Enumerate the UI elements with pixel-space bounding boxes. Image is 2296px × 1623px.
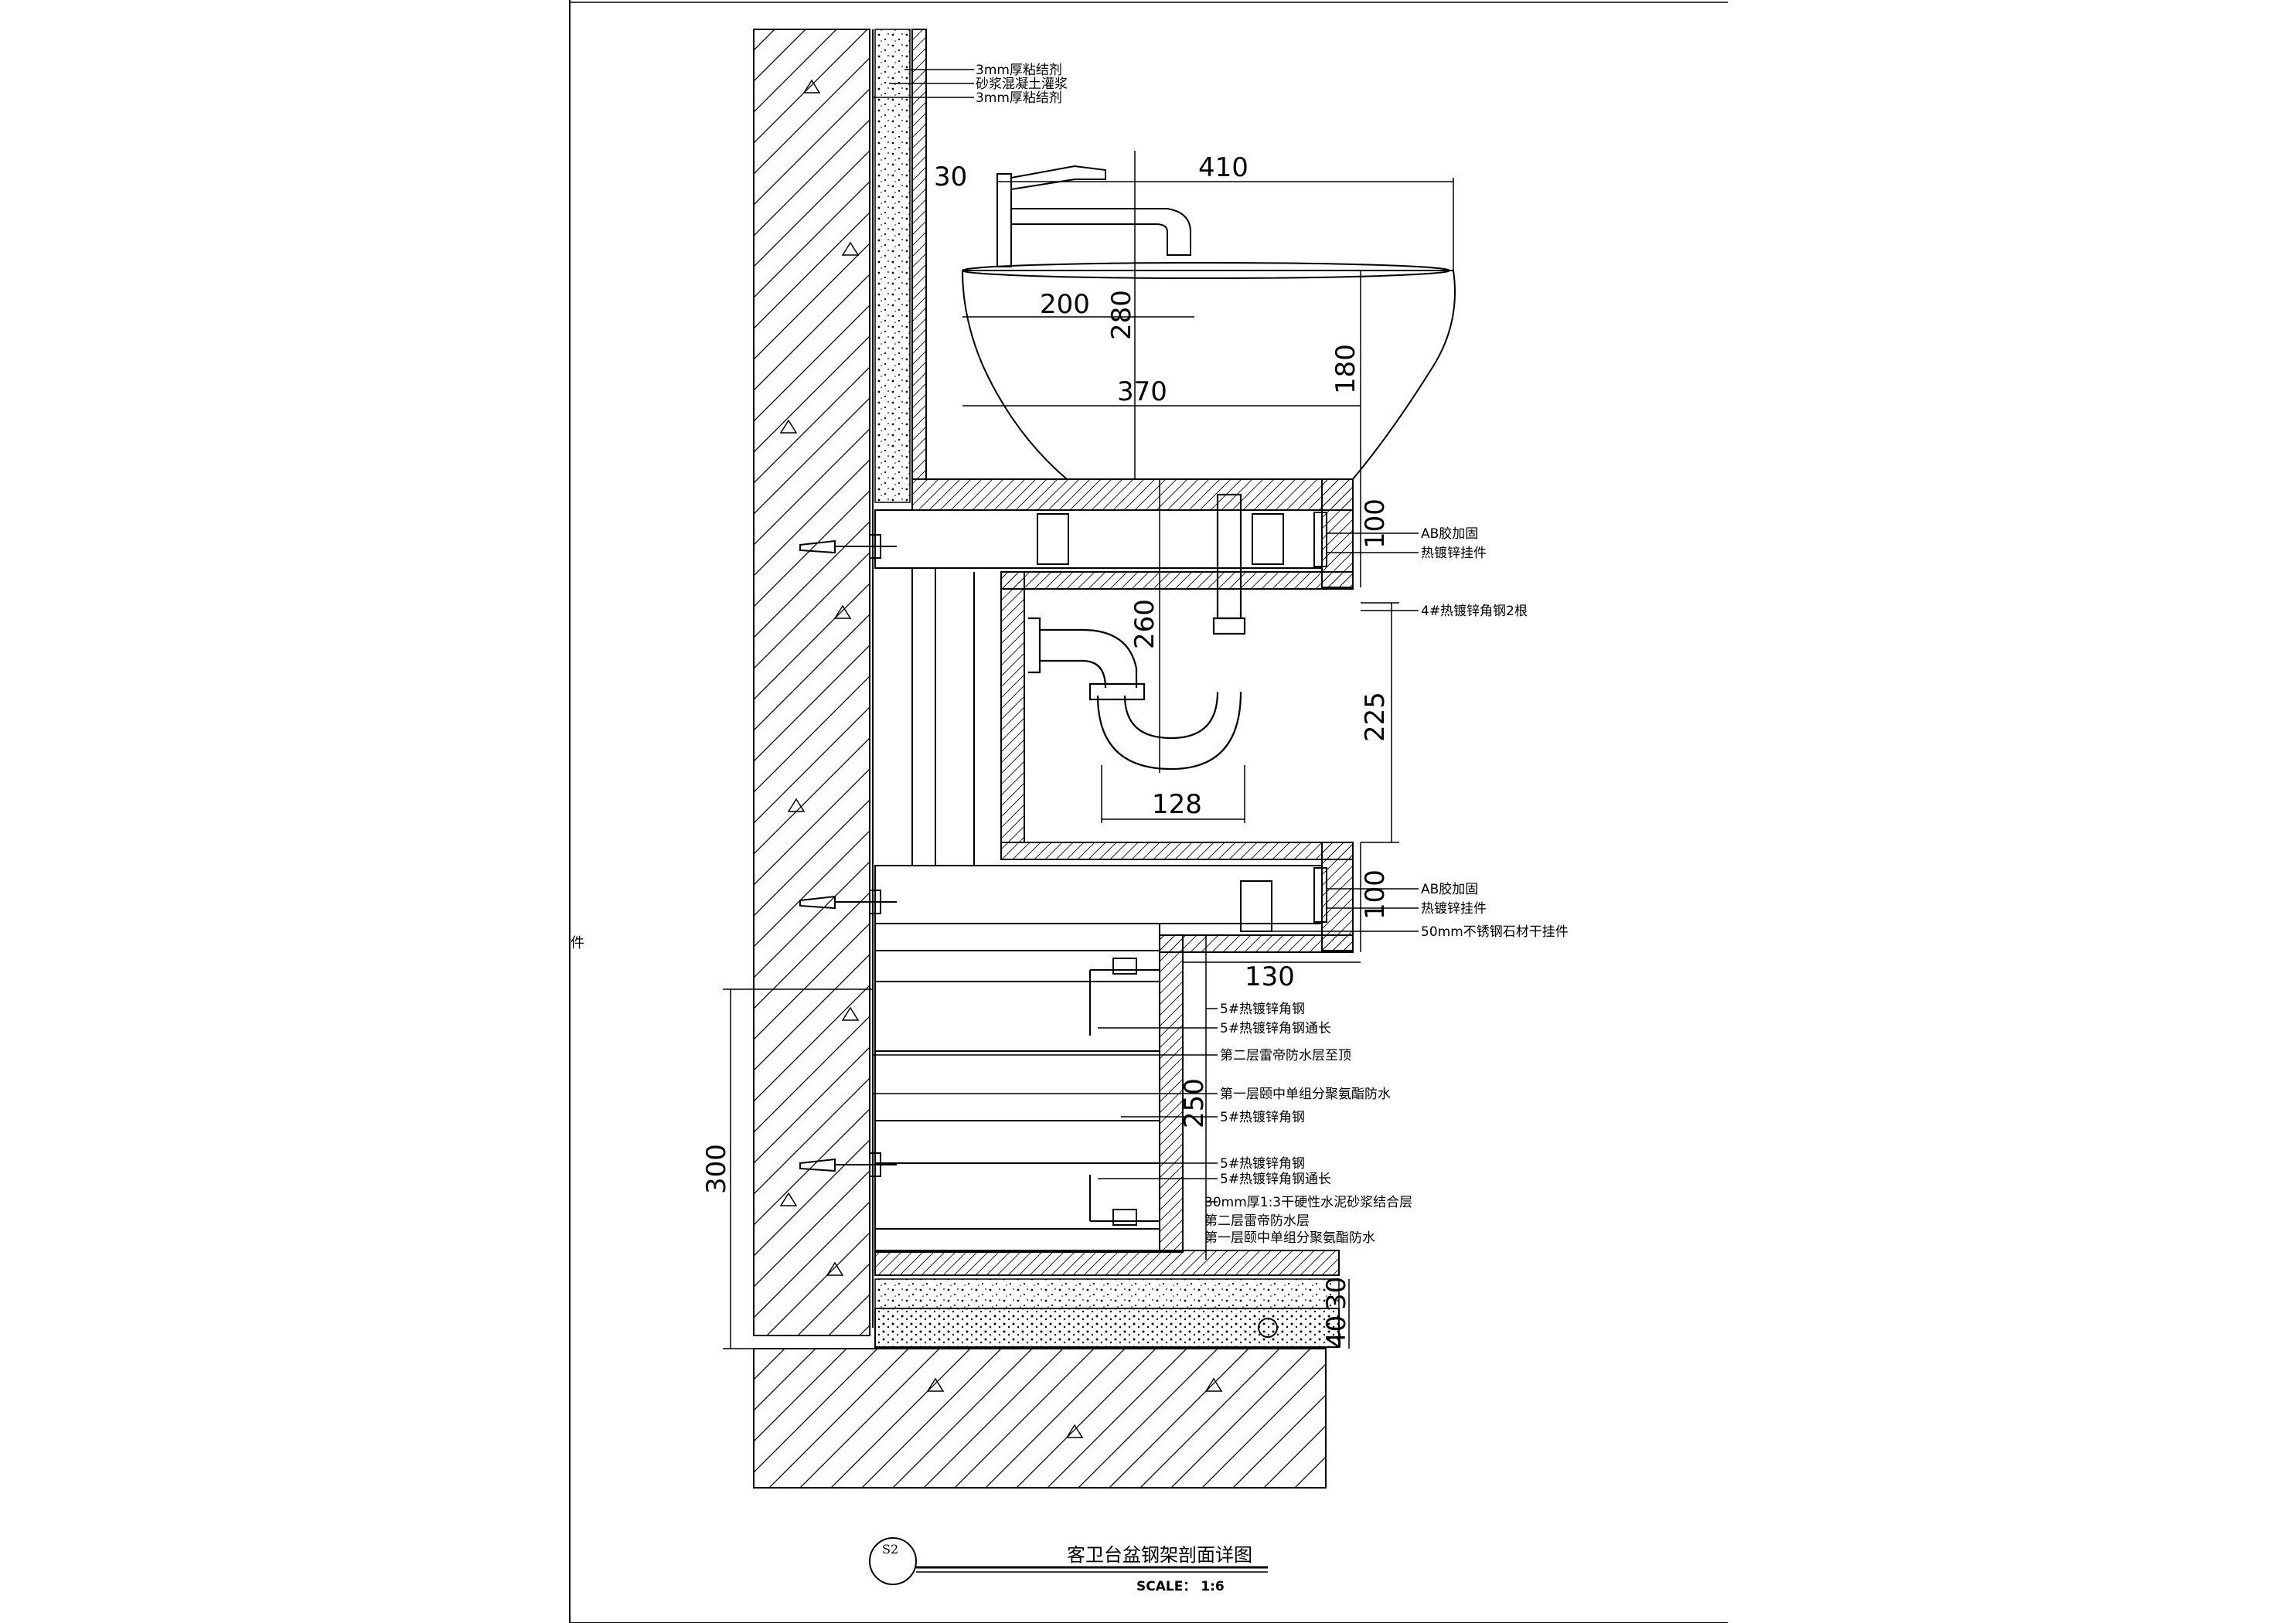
dim-100-upper: 100 — [1360, 498, 1391, 549]
drawing-title: 客卫台盆钢架剖面详图 — [1067, 1544, 1252, 1566]
label-floor-waterproof-1: 第一层颐中单组分聚氨酯防水 — [1204, 1230, 1375, 1246]
anchor-bolt-lower — [799, 1152, 897, 1177]
label-angle-5-c: 5#热镀锌角钢 — [1220, 1156, 1305, 1172]
p-trap — [1028, 493, 1246, 771]
label-waterproof-2: 第二层雷帝防水层至顶 — [1220, 1048, 1351, 1063]
stone-countertop — [911, 29, 1354, 1253]
dim-200: 200 — [1040, 289, 1090, 320]
label-floor-waterproof-2: 第二层雷帝防水层 — [1204, 1213, 1310, 1229]
label-angle-5-a: 5#热镀锌角钢 — [1220, 1002, 1305, 1017]
basin — [961, 262, 1456, 480]
anchor-bolt-upper — [799, 534, 897, 559]
label-lower-ab-glue: AB胶加固 — [1421, 882, 1478, 897]
dim-100-lower: 100 — [1360, 869, 1391, 920]
title-block — [869, 1537, 1268, 1585]
mortar-grout-layer — [874, 29, 911, 503]
dim-128: 128 — [1152, 789, 1202, 820]
label-top-adhesive-1: 3mm厚粘结剂 — [976, 63, 1062, 78]
dim-280: 280 — [1106, 290, 1137, 340]
dim-250: 250 — [1179, 1078, 1210, 1128]
label-stone-hanger: 50mm不锈钢石材干挂件 — [1421, 924, 1569, 940]
label-mortar-30: 30mm厚1:3干硬性水泥砂浆结合层 — [1204, 1195, 1412, 1210]
steel-frame — [874, 509, 1323, 1253]
sheet-frame — [569, 0, 1728, 1623]
dim-370: 370 — [1117, 376, 1167, 407]
angle-steel-brackets — [1089, 512, 1327, 1226]
dim-40-floor: 40 — [1321, 1315, 1352, 1349]
dim-260: 260 — [1129, 599, 1160, 649]
dim-410: 410 — [1198, 152, 1248, 183]
margin-note: 件 — [571, 935, 584, 951]
dimension-lines — [723, 69, 1454, 1349]
dim-225: 225 — [1360, 692, 1391, 742]
dim-130: 130 — [1245, 961, 1295, 992]
dim-30-top: 30 — [934, 162, 967, 192]
label-angle-5-long-b: 5#热镀锌角钢通长 — [1220, 1172, 1331, 1187]
label-lower-hanger: 热镀锌挂件 — [1421, 901, 1487, 917]
label-top-adhesive-2: 3mm厚粘结剂 — [976, 90, 1062, 106]
label-angle-5-long-a: 5#热镀锌角钢通长 — [1220, 1021, 1331, 1036]
drawing-symbol-id: S2 — [882, 1542, 898, 1557]
dim-300: 300 — [701, 1144, 732, 1194]
anchor-bolt-middle — [799, 890, 897, 914]
label-upper-hanger: 热镀锌挂件 — [1421, 546, 1487, 561]
label-angle-5-b: 5#热镀锌角钢 — [1220, 1110, 1305, 1125]
label-angle-steel-2: 4#热镀锌角钢2根 — [1421, 604, 1528, 619]
floor-layers — [753, 1250, 1340, 1489]
dim-30-floor: 30 — [1321, 1277, 1352, 1310]
label-upper-ab-glue: AB胶加固 — [1421, 526, 1478, 542]
concrete-wall — [753, 29, 870, 1336]
label-waterproof-1: 第一层颐中单组分聚氨酯防水 — [1220, 1087, 1391, 1102]
dim-180: 180 — [1330, 344, 1361, 394]
label-top-grout: 砂浆混凝土灌浆 — [976, 77, 1068, 92]
faucet — [996, 165, 1191, 267]
drawing-scale: SCALE： 1:6 — [1136, 1579, 1225, 1594]
